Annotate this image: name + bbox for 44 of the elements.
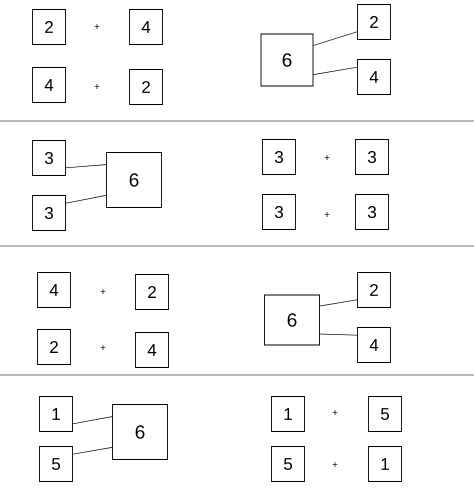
number-box: 2 <box>135 274 169 310</box>
number-box: 6 <box>260 34 314 86</box>
plus-sign: + <box>332 462 338 467</box>
number-box: 5 <box>368 396 402 432</box>
number-box: 4 <box>135 332 169 368</box>
connector-line <box>320 334 358 336</box>
connector-line <box>320 299 358 306</box>
number-box: 2 <box>32 9 66 45</box>
connector-line <box>313 31 358 46</box>
connector-line <box>66 164 106 168</box>
number-box: 3 <box>355 194 389 230</box>
plus-sign: + <box>94 24 100 29</box>
number-box: 2 <box>129 69 163 105</box>
number-box: 3 <box>262 139 296 175</box>
number-box: 4 <box>129 9 163 45</box>
number-box: 2 <box>37 329 71 365</box>
number-box: 4 <box>357 59 391 95</box>
number-box: 4 <box>32 67 66 103</box>
plus-sign: + <box>324 212 330 217</box>
connector-line <box>313 66 358 75</box>
number-box: 6 <box>112 404 168 460</box>
number-box: 1 <box>368 446 402 482</box>
number-box: 5 <box>39 446 73 482</box>
number-box: 4 <box>357 327 391 363</box>
number-box: 3 <box>32 195 66 231</box>
connector-line <box>72 416 112 424</box>
plus-sign: + <box>332 410 338 415</box>
number-box: 2 <box>357 272 391 308</box>
plus-sign: + <box>94 84 100 89</box>
number-box: 4 <box>37 272 71 308</box>
connector-line <box>72 447 112 455</box>
number-box: 1 <box>39 396 73 432</box>
number-box: 6 <box>264 294 320 346</box>
plus-sign: + <box>100 345 106 350</box>
number-box: 1 <box>271 396 305 432</box>
number-box: 3 <box>32 140 66 176</box>
number-box: 5 <box>271 446 305 482</box>
number-box: 3 <box>355 139 389 175</box>
connector-line <box>66 195 106 204</box>
number-box: 2 <box>357 4 391 40</box>
plus-sign: + <box>324 155 330 160</box>
number-box: 6 <box>106 152 162 208</box>
plus-sign: + <box>100 289 106 294</box>
number-box: 3 <box>262 194 296 230</box>
